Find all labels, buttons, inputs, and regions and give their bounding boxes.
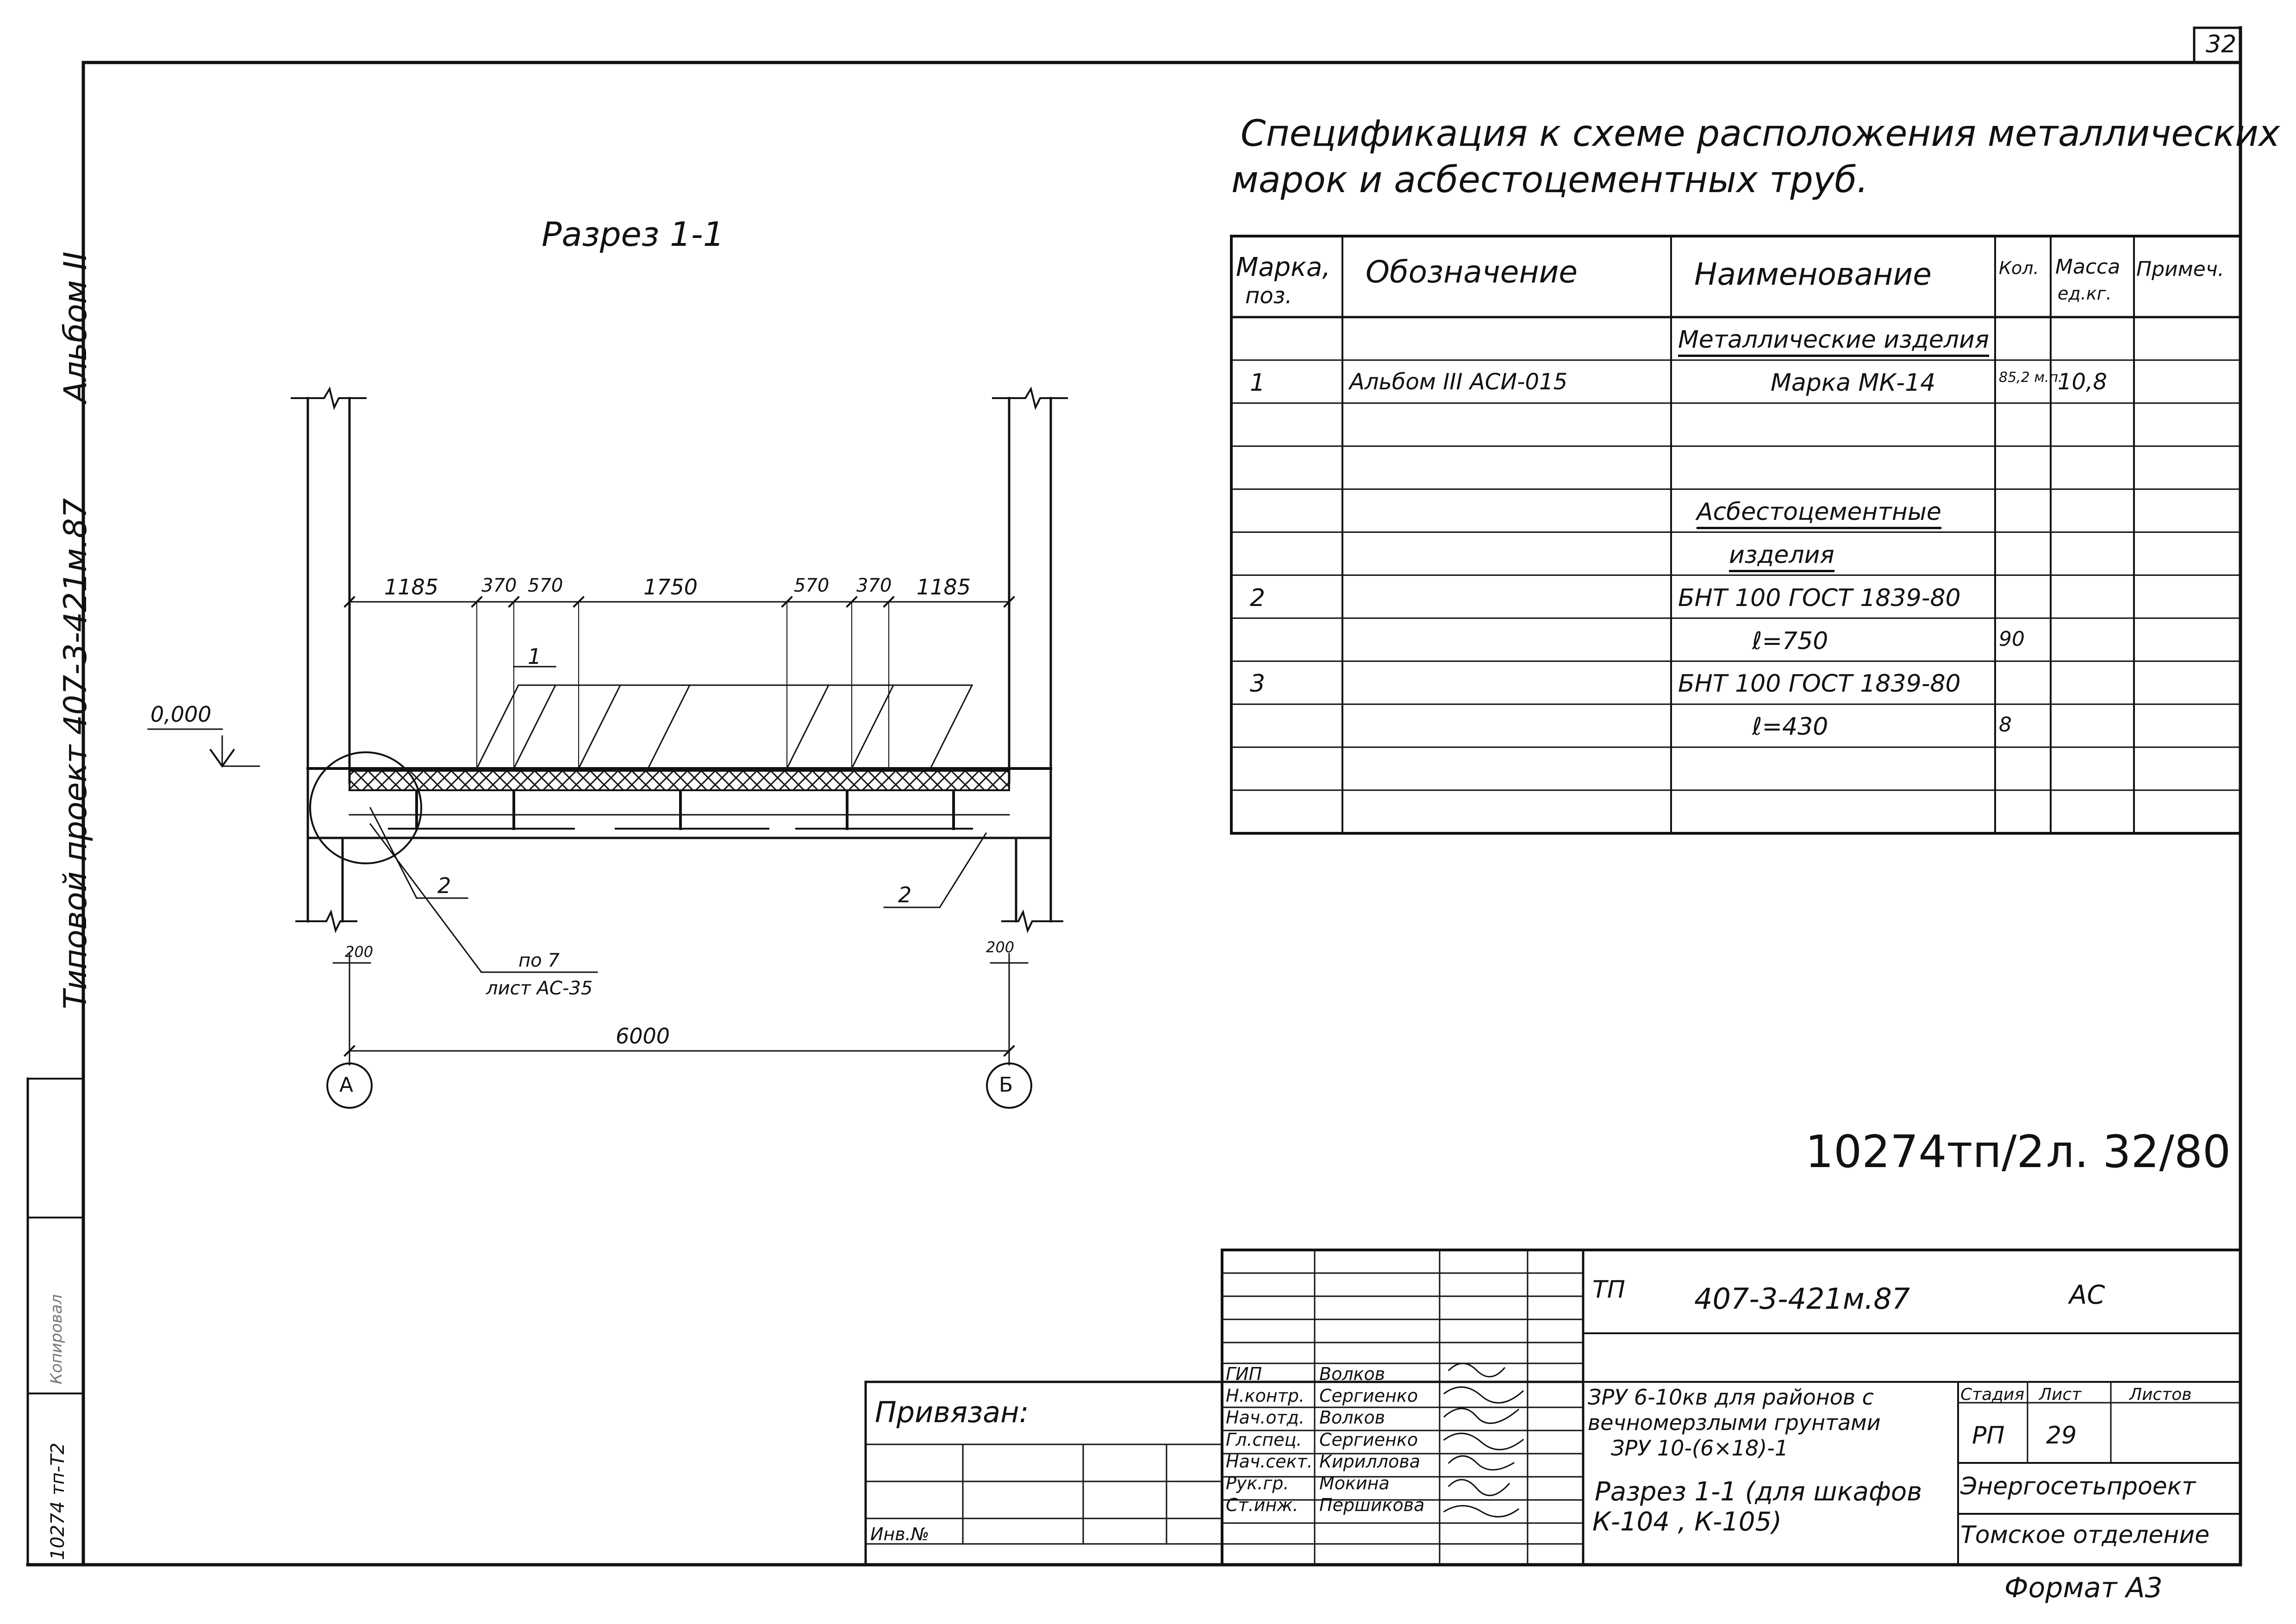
axis-a-label: А <box>339 1073 354 1097</box>
signature-role: Нач.отд. <box>1226 1407 1305 1428</box>
sheet-title-line1: Разрез 1-1 (для шкафов <box>1595 1477 1922 1507</box>
signature-role: Нач.сект. <box>1226 1451 1313 1472</box>
sheet-title-line2: К-104 , К-105) <box>1592 1507 1782 1537</box>
dim-200-right: 200 <box>986 938 1015 956</box>
header-designation: Обозначение <box>1366 254 1578 290</box>
lists-header: Листов <box>2129 1385 2192 1404</box>
header-mark-line1: Марка, <box>1236 252 1331 282</box>
spec-cell-qty: 8 <box>1999 713 2012 737</box>
position-2-left-label: 2 <box>437 873 451 898</box>
format-label: Формат А3 <box>2004 1572 2163 1604</box>
signature-name: Волков <box>1319 1364 1385 1384</box>
signature-name: Мокина <box>1319 1473 1390 1493</box>
node-reference-top: по 7 <box>518 950 560 971</box>
dim-370-right: 370 <box>856 575 892 596</box>
header-mark-line2: поз. <box>1245 283 1292 309</box>
spec-cell-mass: 10,8 <box>2058 369 2107 395</box>
dim-1750: 1750 <box>643 575 698 600</box>
spec-cell-mark: 1 <box>1250 369 1266 397</box>
organization-line1: Энергосетьпроект <box>1960 1473 2196 1500</box>
spec-cell-name: ℓ=430 <box>1752 713 1828 741</box>
spec-title-line2: марок и асбестоцементных труб. <box>1231 159 1868 201</box>
project-label: Типовой проект 407-3-421м.87 <box>57 498 94 1009</box>
stage-value: РП <box>1972 1422 2005 1449</box>
signature-name: Першикова <box>1319 1495 1425 1516</box>
archive-sheet: л. 32/80 <box>2046 1126 2231 1178</box>
signature-name: Кириллова <box>1319 1451 1420 1472</box>
stage-header: Стадия <box>1960 1385 2025 1404</box>
spec-cell-name: ℓ=750 <box>1752 627 1828 655</box>
spec-cell-name: Марка МК-14 <box>1771 369 1936 397</box>
archive-number: 10274тп/2 <box>1805 1126 2045 1178</box>
position-1-label: 1 <box>528 644 542 669</box>
spec-cell-mark: 2 <box>1250 584 1266 612</box>
spec-cell-qty: 85,2 м.п. <box>1999 369 2063 386</box>
spec-cell-name: изделия <box>1729 543 1834 572</box>
spec-cell-qty: 90 <box>1999 627 2025 651</box>
header-mass-line2: ед.кг. <box>2058 283 2112 304</box>
spec-title-line1: Спецификация к схеме расположения металл… <box>1241 113 2280 155</box>
dim-570-right: 570 <box>794 575 830 596</box>
spec-cell-mark: 3 <box>1250 670 1266 698</box>
position-2-right-label: 2 <box>898 882 912 907</box>
dim-1185-right: 1185 <box>917 575 971 600</box>
section-title: Разрез 1-1 <box>542 215 724 254</box>
spec-cell-name: Асбестоцементные <box>1697 500 1941 529</box>
spec-cell-designation: Альбом III АСИ-015 <box>1349 369 1568 395</box>
axis-b-label: Б <box>999 1073 1013 1097</box>
signature-name: Сергиенко <box>1319 1386 1418 1406</box>
list-value: 29 <box>2046 1422 2077 1449</box>
level-mark: 0,000 <box>150 702 212 727</box>
node-reference-bottom: лист АС-35 <box>486 978 593 999</box>
dim-1185-left: 1185 <box>384 575 439 600</box>
object-line1: ЗРУ 6-10кв для районов с <box>1588 1385 1874 1410</box>
dim-6000: 6000 <box>616 1024 670 1049</box>
sheet-number: 32 <box>2206 31 2237 58</box>
ac-mark: АС <box>2069 1280 2105 1310</box>
dim-200-left: 200 <box>345 943 374 961</box>
project-code: 407-3-421м.87 <box>1694 1282 1910 1316</box>
signature-name: Волков <box>1319 1407 1385 1428</box>
album-label: Альбом II <box>57 251 94 403</box>
spec-cell-name: БНТ 100 ГОСТ 1839-80 <box>1678 670 1961 698</box>
signature-name: Сергиенко <box>1319 1429 1418 1450</box>
signature-role: Н.контр. <box>1226 1386 1305 1406</box>
object-line2: вечномерзлыми грунтами <box>1588 1410 1881 1435</box>
header-qty: Кол. <box>1999 258 2039 278</box>
spec-cell-name: Металлические изделия <box>1678 328 1990 357</box>
spec-cell-name: БНТ 100 ГОСТ 1839-80 <box>1678 584 1961 612</box>
signature-role: Гл.спец. <box>1226 1429 1302 1450</box>
header-note: Примеч. <box>2136 257 2224 281</box>
signature-role: Ст.инж. <box>1226 1495 1298 1516</box>
object-line3: ЗРУ 10-(6×18)-1 <box>1611 1436 1789 1461</box>
privyazan-label: Привязан: <box>875 1395 1029 1429</box>
list-header: Лист <box>2039 1385 2082 1404</box>
faint-margin-text: Копировал <box>47 1294 66 1384</box>
inv-number-label: Инв.№ <box>870 1524 930 1544</box>
dim-370-left: 370 <box>481 575 517 596</box>
archive-number-vertical: 10274 тп-Т2 <box>47 1443 69 1560</box>
tp-label: ТП <box>1592 1276 1625 1304</box>
organization-line2: Томское отделение <box>1960 1521 2210 1549</box>
signature-role: Рук.гр. <box>1226 1473 1289 1493</box>
header-mass-line1: Масса <box>2055 255 2121 279</box>
signature-role: ГИП <box>1226 1364 1262 1384</box>
header-name: Наименование <box>1694 256 1932 292</box>
dim-570-left: 570 <box>528 575 563 596</box>
